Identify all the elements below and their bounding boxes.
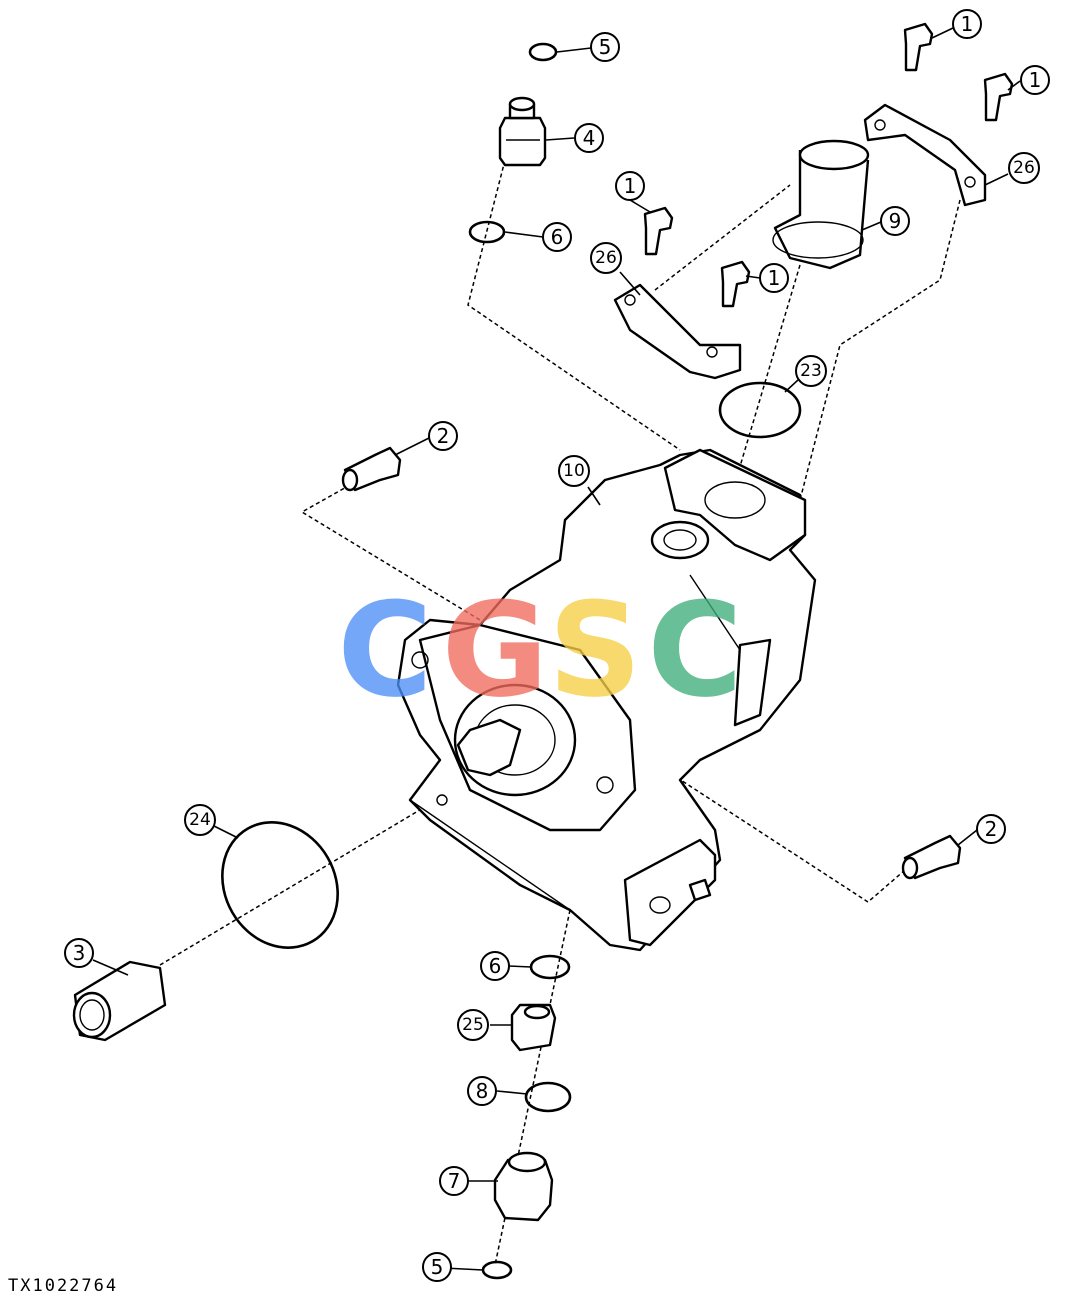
- svg-text:24: 24: [189, 810, 211, 830]
- part-fitting-7: [493, 1151, 554, 1222]
- callout-1: 1: [952, 9, 982, 39]
- callout-7: 7: [439, 1166, 469, 1196]
- svg-text:1: 1: [1029, 68, 1042, 92]
- part-o-ring-23: [718, 381, 802, 439]
- watermark-logo: C G S C: [337, 574, 742, 726]
- svg-text:5: 5: [431, 1255, 444, 1279]
- callout-26: 26: [590, 242, 622, 274]
- part-pump-housing-10: [396, 448, 817, 952]
- svg-text:3: 3: [73, 941, 86, 965]
- watermark-letter: C: [337, 574, 432, 726]
- callout-leaders: [92, 27, 1021, 1271]
- callout-26: 26: [1008, 152, 1040, 184]
- svg-text:4: 4: [583, 126, 596, 150]
- callout-1: 1: [1020, 65, 1050, 95]
- svg-text:10: 10: [563, 461, 585, 481]
- callout-25: 25: [457, 1009, 489, 1041]
- part-bearing-3: [72, 960, 167, 1042]
- part-bolt-2-right: [901, 834, 962, 880]
- svg-text:6: 6: [489, 954, 502, 978]
- svg-text:7: 7: [448, 1169, 461, 1193]
- callout-3: 3: [64, 938, 94, 968]
- svg-text:6: 6: [551, 225, 564, 249]
- part-o-ring-24: [221, 821, 339, 949]
- part-o-ring-5-bottom: [481, 1260, 513, 1280]
- svg-text:26: 26: [1013, 158, 1035, 178]
- part-fitting-4: [498, 96, 547, 167]
- callout-1: 1: [615, 171, 645, 201]
- part-o-ring-6-bottom: [529, 954, 571, 980]
- callout-4: 4: [574, 123, 604, 153]
- callout-9: 9: [880, 206, 910, 236]
- part-o-ring-5-top: [528, 42, 558, 62]
- part-tube-9: [772, 139, 870, 270]
- svg-text:2: 2: [437, 424, 450, 448]
- callout-2: 2: [428, 421, 458, 451]
- part-flange-half-26-left: [613, 283, 742, 380]
- svg-text:8: 8: [476, 1079, 489, 1103]
- callout-24: 24: [184, 804, 216, 836]
- callout-5: 5: [590, 32, 620, 62]
- watermark-letter: G: [442, 574, 549, 726]
- svg-text:5: 5: [599, 35, 612, 59]
- part-o-ring-8: [524, 1081, 572, 1113]
- svg-text:1: 1: [768, 266, 781, 290]
- callout-labels: 1 1 1 1 2 2 3 4 5 5 6 6 7 8 9 10 23 24 2…: [64, 9, 1050, 1282]
- callout-5: 5: [422, 1252, 452, 1282]
- part-bolts-1: [643, 22, 1014, 308]
- callout-23: 23: [795, 355, 827, 387]
- svg-text:25: 25: [462, 1015, 484, 1035]
- callout-6: 6: [542, 222, 572, 252]
- callout-6: 6: [480, 951, 510, 981]
- watermark-letter: S: [548, 574, 642, 726]
- figure-reference-code: TX1022764: [8, 1276, 119, 1296]
- callout-10: 10: [558, 455, 590, 487]
- part-o-ring-6-top: [468, 220, 506, 244]
- svg-text:2: 2: [985, 817, 998, 841]
- part-flange-half-26-right: [863, 103, 987, 207]
- watermark-letter: C: [647, 574, 742, 726]
- part-bolt-2-left: [341, 446, 402, 492]
- svg-text:1: 1: [961, 12, 974, 36]
- callout-1: 1: [759, 263, 789, 293]
- svg-text:23: 23: [800, 361, 822, 381]
- part-plug-25: [510, 1003, 557, 1052]
- svg-text:26: 26: [595, 248, 617, 268]
- callout-2: 2: [976, 814, 1006, 844]
- svg-text:1: 1: [624, 174, 637, 198]
- callout-8: 8: [467, 1076, 497, 1106]
- svg-text:9: 9: [889, 209, 902, 233]
